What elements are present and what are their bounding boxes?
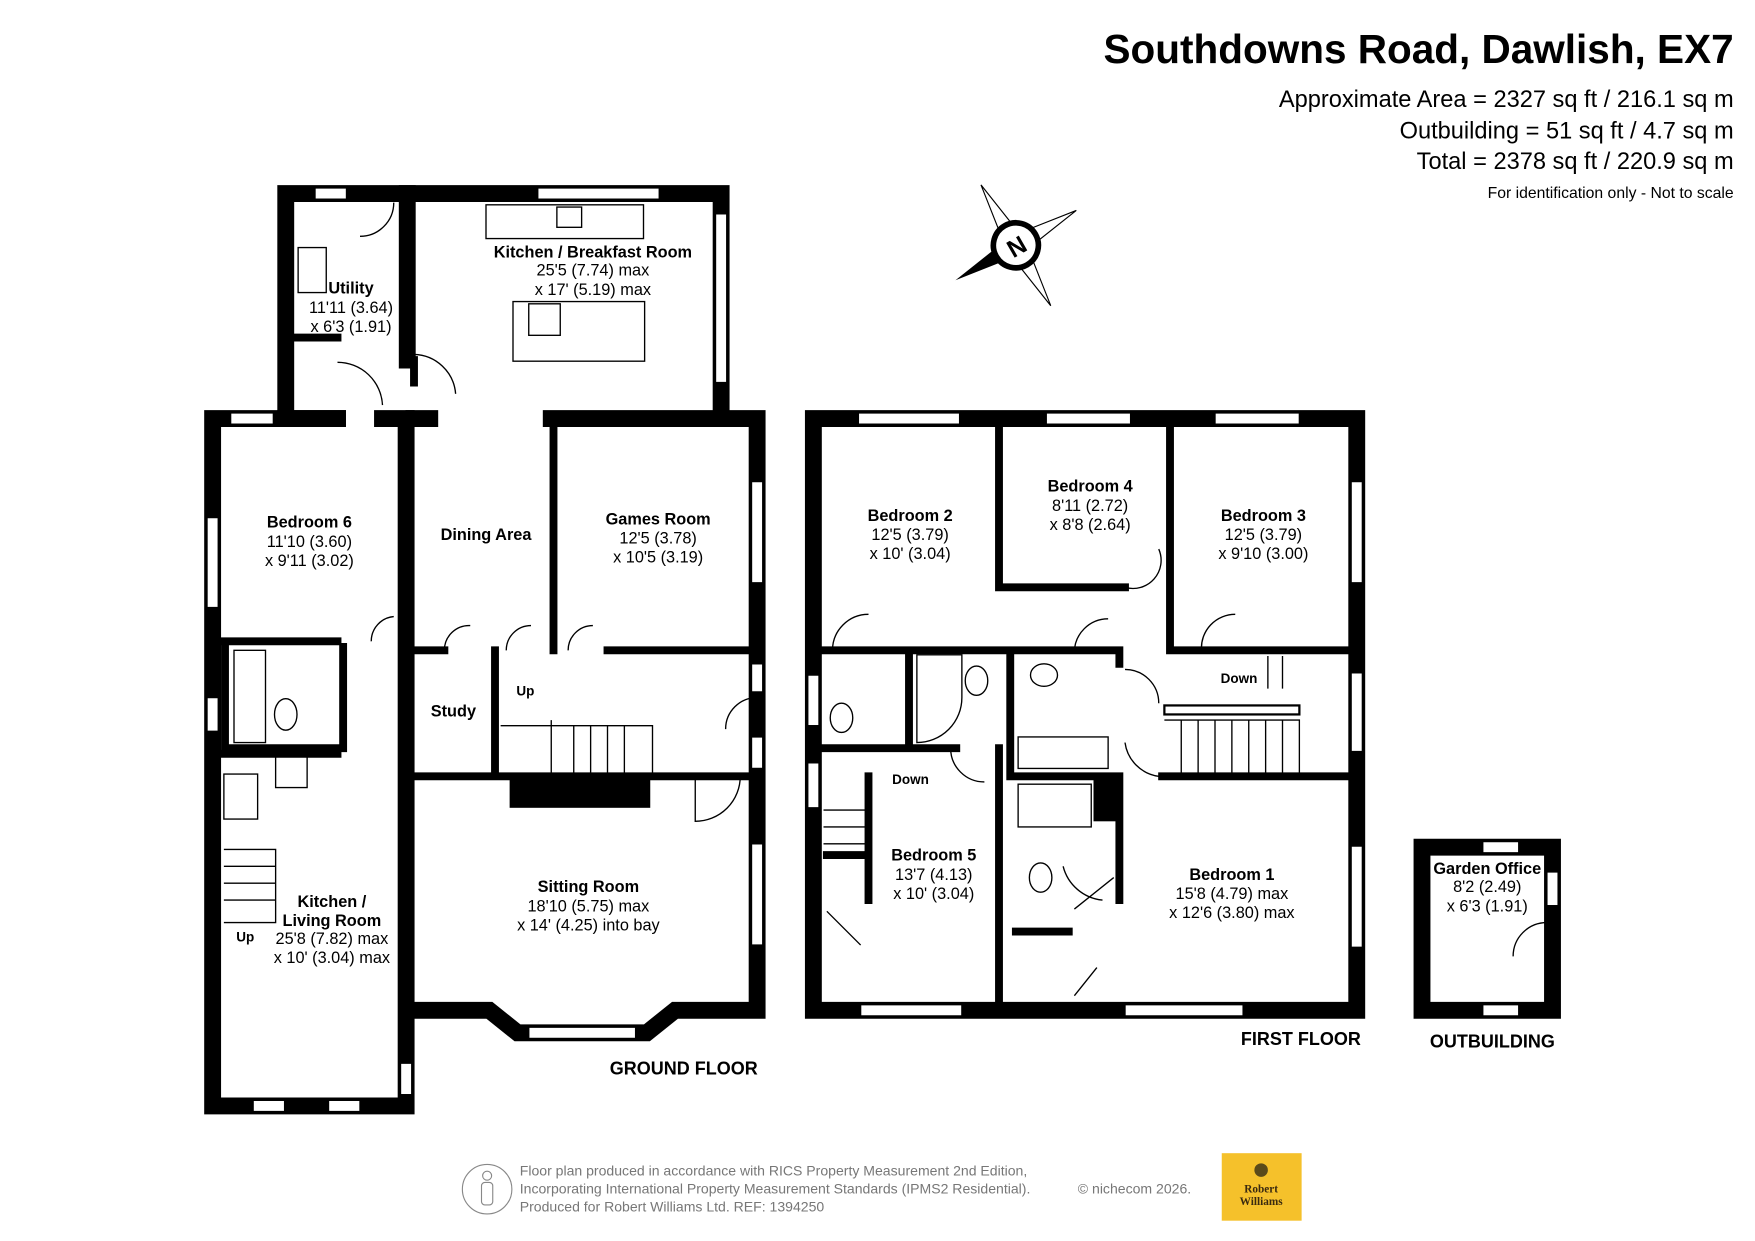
first-floor-fixtures bbox=[823, 548, 1301, 997]
ground-floor-labels: Utility 11'11 (3.64) x 6'3 (1.91) Kitche… bbox=[236, 244, 758, 1079]
room-name-kitchen-living: Kitchen / bbox=[297, 893, 366, 911]
room-dims: 15'8 (4.79) max bbox=[1176, 885, 1289, 903]
outbuilding: Garden Office 8'2 (2.49) x 6'3 (1.91) OU… bbox=[1413, 838, 1561, 1051]
room-dims: 12'5 (3.79) bbox=[871, 526, 948, 544]
first-floor-labels: Bedroom 2 12'5 (3.79) x 10' (3.04) Bedro… bbox=[868, 478, 1361, 1049]
kitchen-island bbox=[512, 300, 646, 362]
sink-icon bbox=[223, 773, 259, 820]
first-floor-label: FIRST FLOOR bbox=[1241, 1029, 1361, 1049]
room-dims: x 6'3 (1.91) bbox=[1447, 897, 1528, 915]
compass-icon bbox=[955, 184, 1077, 307]
room-name-bedroom-3: Bedroom 3 bbox=[1221, 507, 1306, 525]
toilet-icon bbox=[1029, 663, 1059, 687]
hob-icon bbox=[528, 303, 561, 336]
toilet-icon bbox=[273, 698, 298, 731]
room-dims: 12'5 (3.79) bbox=[1225, 526, 1302, 544]
room-dims: x 8'8 (2.64) bbox=[1050, 516, 1131, 534]
header: Southdowns Road, Dawlish, EX7 Approximat… bbox=[1104, 26, 1734, 202]
sink-icon bbox=[297, 246, 327, 294]
footer: Floor plan produced in accordance with R… bbox=[461, 1153, 1302, 1221]
room-name-sitting-room: Sitting Room bbox=[538, 878, 639, 896]
total-area: Total = 2378 sq ft / 220.9 sq m bbox=[1417, 149, 1734, 175]
room-name-kitchen-living-2: Living Room bbox=[283, 912, 382, 930]
stairs-up-label: Up bbox=[236, 930, 254, 945]
room-name-bedroom-4: Bedroom 4 bbox=[1048, 478, 1133, 496]
room-dims: 12'5 (3.78) bbox=[619, 529, 696, 547]
ground-floor-fixtures bbox=[223, 202, 758, 924]
room-name-bedroom-6: Bedroom 6 bbox=[267, 514, 352, 532]
first-floor-windows bbox=[807, 412, 1364, 1017]
room-dims: 25'8 (7.82) max bbox=[276, 930, 389, 948]
footer-line: Produced for Robert Williams Ltd. REF: 1… bbox=[520, 1199, 825, 1215]
room-dims: x 12'6 (3.80) max bbox=[1169, 904, 1294, 922]
room-dims: x 17' (5.19) max bbox=[535, 281, 651, 299]
room-dims: 8'2 (2.49) bbox=[1453, 878, 1521, 896]
room-name-dining-area: Dining Area bbox=[441, 526, 533, 544]
room-dims: x 9'11 (3.02) bbox=[265, 552, 354, 570]
toilet-icon bbox=[829, 702, 854, 734]
room-name-bedroom-1: Bedroom 1 bbox=[1189, 866, 1274, 884]
toilet-icon bbox=[1028, 862, 1053, 893]
hob-icon bbox=[274, 755, 308, 789]
outbuilding-area: Outbuilding = 51 sq ft / 4.7 sq m bbox=[1400, 118, 1734, 144]
room-dims: x 6'3 (1.91) bbox=[310, 318, 391, 336]
copyright: © nichecom 2026. bbox=[1078, 1181, 1191, 1197]
stairs-up-label: Up bbox=[516, 683, 534, 698]
room-dims: 13'7 (4.13) bbox=[895, 866, 972, 884]
room-dims: 11'11 (3.64) bbox=[309, 299, 393, 317]
approximate-area: Approximate Area = 2327 sq ft / 216.1 sq… bbox=[1279, 87, 1734, 113]
stairs-down-label: Down bbox=[1221, 671, 1258, 686]
room-dims: x 14' (4.25) into bay bbox=[517, 916, 660, 934]
room-dims: x 10' (3.04) max bbox=[274, 949, 390, 967]
logo-text: Robert bbox=[1244, 1184, 1278, 1196]
toilet-icon bbox=[964, 665, 989, 696]
room-dims: 8'11 (2.72) bbox=[1052, 497, 1128, 515]
room-dims: x 10'5 (3.19) bbox=[613, 549, 703, 567]
ground-floor-windows bbox=[206, 187, 764, 1113]
outbuilding-label: OUTBUILDING bbox=[1430, 1031, 1555, 1051]
room-name-utility: Utility bbox=[328, 280, 373, 298]
room-name-bedroom-2: Bedroom 2 bbox=[868, 507, 953, 525]
room-dims: x 10' (3.04) bbox=[870, 545, 951, 563]
shower-icon bbox=[1017, 783, 1092, 828]
agent-logo: Robert Williams bbox=[1221, 1153, 1302, 1221]
room-name-garden-office: Garden Office bbox=[1433, 860, 1541, 878]
sink-icon bbox=[556, 206, 583, 228]
room-dims: 11'10 (3.60) bbox=[267, 533, 352, 551]
room-name-study: Study bbox=[431, 703, 476, 721]
room-dims: 25'5 (7.74) max bbox=[537, 262, 650, 280]
person-icon bbox=[461, 1163, 513, 1215]
room-dims: x 9'10 (3.00) bbox=[1218, 545, 1308, 563]
bath-icon bbox=[233, 649, 267, 744]
footer-line: Floor plan produced in accordance with R… bbox=[520, 1163, 1028, 1179]
ground-floor-label: GROUND FLOOR bbox=[610, 1058, 758, 1078]
room-name-kitchen-breakfast: Kitchen / Breakfast Room bbox=[494, 244, 692, 262]
room-name-games-room: Games Room bbox=[606, 510, 711, 528]
room-name-bedroom-5: Bedroom 5 bbox=[891, 847, 976, 865]
bath-icon bbox=[1017, 736, 1109, 770]
ground-floor-interior-walls bbox=[208, 333, 762, 808]
room-dims: x 10' (3.04) bbox=[893, 885, 974, 903]
scale-note: For identification only - Not to scale bbox=[1488, 185, 1734, 202]
property-title: Southdowns Road, Dawlish, EX7 bbox=[1104, 26, 1734, 72]
room-dims: 18'10 (5.75) max bbox=[527, 897, 649, 915]
stairs-down-label: Down bbox=[892, 772, 929, 787]
footer-line: Incorporating International Property Mea… bbox=[520, 1181, 1031, 1197]
logo-text: Williams bbox=[1240, 1196, 1284, 1208]
